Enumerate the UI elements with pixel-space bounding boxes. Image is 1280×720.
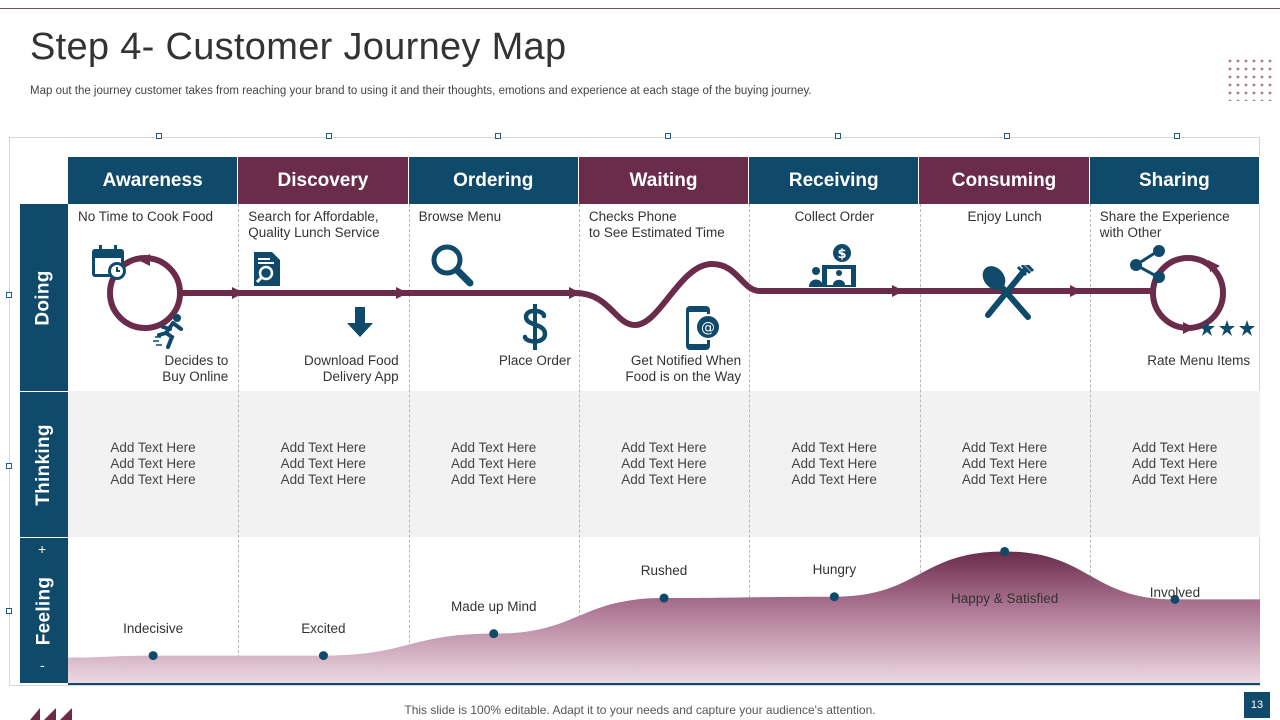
loop-arrowhead (138, 254, 150, 266)
feeling-minus-sign: - (40, 657, 45, 673)
column-divider (579, 204, 580, 683)
feeling-point-3 (659, 593, 669, 603)
journey-main-line (177, 260, 1153, 329)
rating-stars-icon (1199, 320, 1255, 336)
feeling-label: Hungry (812, 561, 857, 577)
feeling-point-2 (489, 629, 499, 639)
order-pickup-icon: $ (809, 244, 856, 287)
feeling-point-4 (829, 592, 839, 602)
stage-header-awareness: Awareness (68, 157, 239, 204)
path-arrowhead (396, 287, 408, 299)
path-arrowhead (1070, 285, 1082, 297)
selection-handle[interactable] (326, 133, 332, 139)
svg-text:$: $ (837, 247, 846, 262)
feeling-point-5 (1000, 546, 1010, 556)
stage-header-consuming: Consuming (919, 157, 1090, 204)
doing-top-text: No Time to Cook Food (78, 209, 214, 224)
selection-handle[interactable] (6, 292, 12, 298)
fork-knife-icon (982, 265, 1034, 320)
feeling-label: Excited (301, 620, 346, 636)
doing-top-text: Enjoy Lunch (967, 209, 1042, 224)
selection-handle[interactable] (6, 608, 12, 614)
thinking-row-background (68, 391, 1260, 537)
decorative-corner-shapes (30, 708, 72, 720)
row-label-doing: Doing (20, 204, 68, 391)
page-subtitle: Map out the journey customer takes from … (30, 85, 812, 97)
selection-handle[interactable] (495, 133, 501, 139)
top-border-line (0, 8, 1280, 9)
selection-handle[interactable] (665, 133, 671, 139)
feeling-label: Involved (1149, 585, 1201, 601)
dollar-icon (522, 304, 548, 350)
doing-bottom-text: Place Order (498, 353, 571, 368)
doing-top-text: Collect Order (794, 209, 875, 224)
doing-top-text: Search for Affordable,Quality Lunch Serv… (248, 209, 380, 240)
column-divider (238, 204, 239, 683)
page-number: 13 (1244, 692, 1270, 718)
feeling-point-0 (148, 651, 158, 661)
share-icon (1130, 245, 1165, 283)
stage-header-receiving: Receiving (749, 157, 920, 204)
stage-header-discovery: Discovery (238, 157, 409, 204)
selection-handle[interactable] (156, 133, 162, 139)
running-person-icon (153, 314, 183, 349)
page-title: Step 4- Customer Journey Map (30, 26, 567, 68)
feeling-wave-area (68, 551, 1260, 683)
doing-bottom-text: Rate Menu Items (1147, 353, 1251, 368)
selection-handle[interactable] (1174, 133, 1180, 139)
loop-arrowhead (1208, 260, 1220, 272)
stage-header-waiting: Waiting (578, 157, 750, 204)
document-search-icon (254, 252, 280, 286)
feeling-point-6 (1170, 594, 1180, 604)
column-divider (920, 204, 921, 683)
magnifier-icon (431, 244, 474, 287)
svg-text:@: @ (701, 320, 715, 336)
row-label-feeling: Feeling (20, 537, 68, 683)
feeling-points (148, 546, 1180, 661)
feeling-label: Indecisive (123, 620, 184, 636)
bottom-axis-line (68, 683, 1260, 685)
feeling-label: Happy & Satisfied (950, 591, 1059, 607)
column-divider (1090, 204, 1091, 683)
download-arrow-icon (347, 307, 373, 337)
feeling-label: Made up Mind (450, 598, 537, 614)
phone-notification-icon: @ (686, 306, 721, 350)
selection-handle[interactable] (6, 463, 12, 469)
column-divider (749, 204, 750, 683)
footer-note: This slide is 100% editable. Adapt it to… (404, 703, 876, 717)
selection-handle[interactable] (1004, 133, 1010, 139)
loop-arrowhead (1183, 322, 1195, 334)
calendar-icon (92, 245, 126, 280)
stage-header-sharing: Sharing (1089, 157, 1260, 204)
feeling-point-1 (318, 651, 328, 661)
selection-handle[interactable] (835, 133, 841, 139)
feeling-label: Rushed (640, 563, 688, 579)
column-divider (409, 204, 410, 683)
stage-header-ordering: Ordering (408, 157, 579, 204)
feeling-plus-sign: + (38, 541, 47, 557)
decorative-dot-grid (1226, 57, 1276, 101)
row-label-thinking: Thinking (20, 391, 68, 537)
doing-top-text: Browse Menu (418, 209, 502, 224)
path-arrowhead (232, 287, 244, 299)
path-arrowhead (569, 287, 581, 299)
path-arrowhead (892, 285, 904, 297)
